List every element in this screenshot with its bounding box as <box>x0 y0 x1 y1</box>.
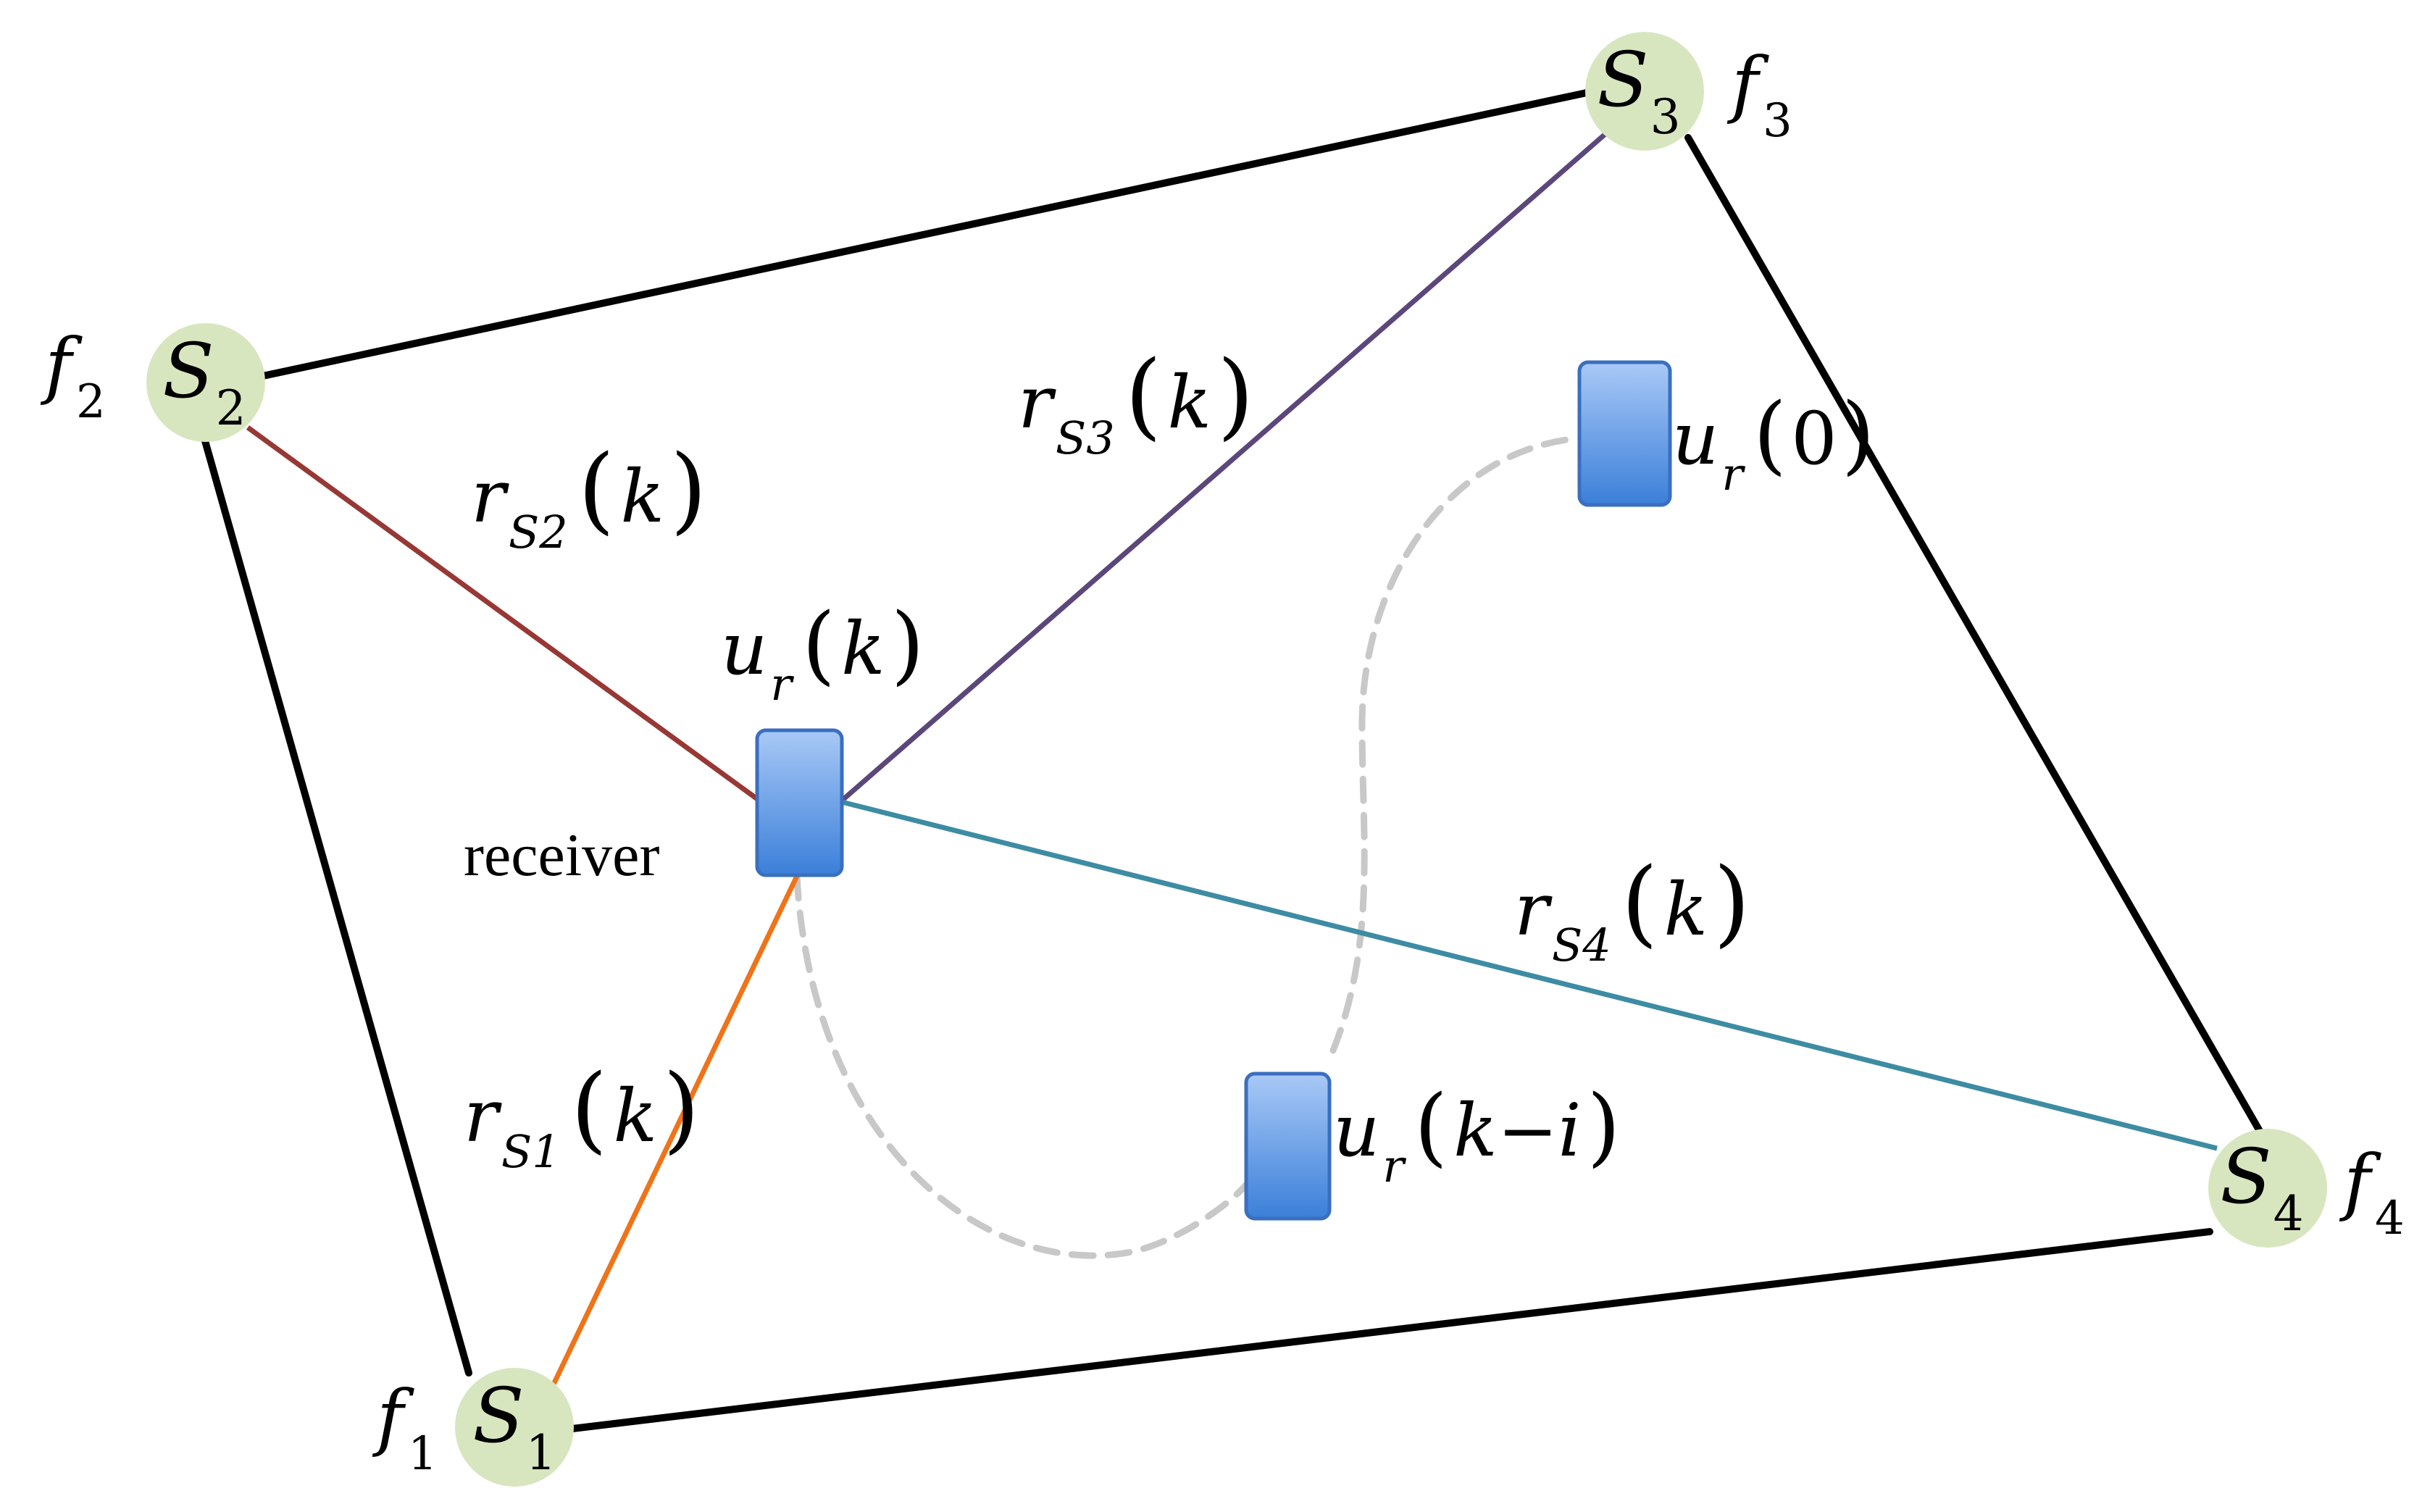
receiver-device-icon <box>1577 360 1672 507</box>
receiver-trajectory <box>793 435 1583 1259</box>
node-circle <box>2208 1129 2327 1248</box>
node-circle <box>455 1368 574 1487</box>
boundary-s3-s4 <box>1684 134 2269 1145</box>
boundary-s4-s1 <box>569 1228 2213 1432</box>
link-s1 <box>549 872 801 1389</box>
anchor-node-s4: S4 f4 <box>2208 1129 2405 1248</box>
receiver-current: ur(k) receiver <box>464 594 924 889</box>
link-s4 <box>841 799 2218 1151</box>
boundary-s1-s2 <box>201 435 472 1377</box>
receiver-device-icon <box>1244 1072 1332 1221</box>
receiver-position-label: ur(k) <box>721 594 924 711</box>
node-circle <box>1585 32 1704 151</box>
range-label-s4: rS4(k) <box>1514 847 1750 972</box>
receiver-position-label: ur(k−i) <box>1333 1076 1621 1193</box>
range-label-s3: rS3(k) <box>1018 340 1254 464</box>
anchor-node-s2: S2 f2 <box>40 322 265 442</box>
link-s3 <box>840 130 1609 803</box>
node-circle <box>146 323 265 442</box>
frequency-label: f4 <box>2339 1139 2405 1245</box>
receiver-initial: ur(0) <box>1577 360 1875 507</box>
node-label: S2 <box>162 327 246 436</box>
receiver-position-label: ur(0) <box>1672 384 1875 501</box>
frequency-label: f1 <box>372 1374 438 1481</box>
anchor-node-s1: S1 f1 <box>372 1368 574 1487</box>
boundary-s2-s3 <box>256 89 1590 380</box>
frequency-label: f3 <box>1726 41 1792 148</box>
receiver-label: receiver <box>464 822 659 889</box>
link-s2 <box>246 425 767 806</box>
frequency-label: f2 <box>40 322 106 429</box>
node-label: S3 <box>1597 35 1680 145</box>
node-label: S4 <box>2220 1132 2303 1242</box>
boundary-lines <box>201 89 2269 1432</box>
range-label-s2: rS2(k) <box>471 434 707 559</box>
range-label-s1: rS1(k) <box>464 1053 700 1178</box>
anchor-node-s3: S3 f3 <box>1585 32 1792 151</box>
receiver-past: ur(k−i) <box>1244 1072 1621 1221</box>
receiver-device-icon <box>755 728 844 877</box>
node-label: S1 <box>472 1371 556 1481</box>
